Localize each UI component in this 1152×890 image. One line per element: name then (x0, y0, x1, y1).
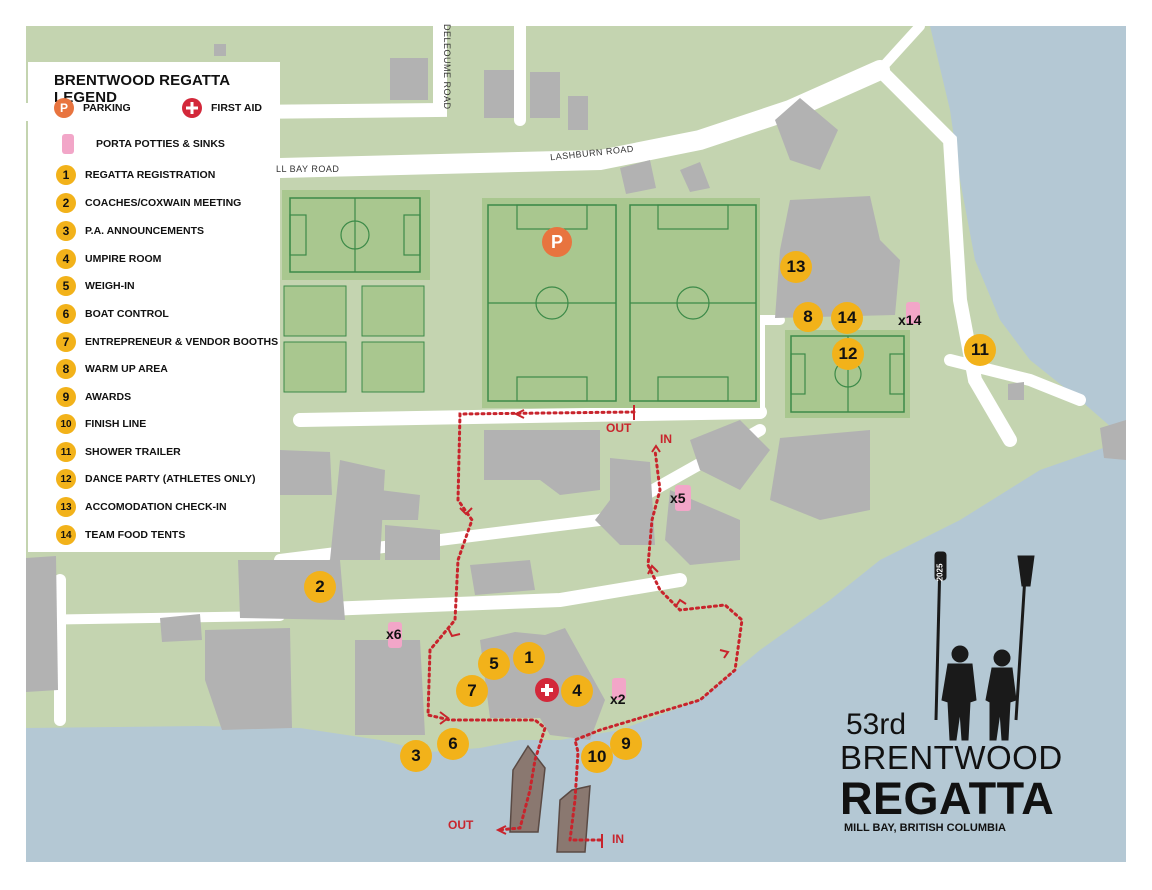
legend-first-aid-label: FIRST AID (211, 102, 262, 114)
legend-item: 9 AWARDS (56, 387, 131, 407)
route-out-top: OUT (606, 421, 632, 435)
legend-item: 14 TEAM FOOD TENTS (56, 525, 185, 545)
legend-item: 13 ACCOMODATION CHECK-IN (56, 497, 227, 517)
legend-number: 2 (56, 193, 76, 213)
potty-count-x6: x6 (386, 626, 402, 642)
legend-item: 4 UMPIRE ROOM (56, 249, 161, 269)
first-aid-marker (535, 678, 559, 702)
legend-number: 14 (56, 525, 76, 545)
route-arrows (439, 405, 730, 848)
marker-9: 9 (610, 728, 642, 760)
porta-potty-icon (62, 134, 74, 154)
legend-number: 11 (56, 442, 76, 462)
road-label-mill-bay: LL BAY ROAD (276, 164, 340, 174)
marker-12: 12 (832, 338, 864, 370)
marker-13: 13 (780, 251, 812, 283)
parking-icon: P (54, 98, 74, 118)
legend-item: 5 WEIGH-IN (56, 276, 135, 296)
sports-fields (282, 190, 910, 418)
legend-number: 12 (56, 469, 76, 489)
marker-10: 10 (581, 741, 613, 773)
legend-number: 9 (56, 387, 76, 407)
legend-label: AWARDS (85, 391, 132, 403)
potty-icons (388, 302, 920, 700)
marker-8: 8 (793, 302, 823, 332)
route-in-top: IN (660, 432, 672, 446)
legend-label: UMPIRE ROOM (85, 253, 162, 265)
legend-parking-label: PARKING (83, 102, 131, 114)
legend-number: 13 (56, 497, 76, 517)
legend-number: 4 (56, 249, 76, 269)
legend-number: 7 (56, 332, 76, 352)
route-in-dock: IN (612, 832, 624, 846)
legend-label: WARM UP AREA (85, 363, 168, 375)
water (26, 440, 1126, 862)
legend-label: COACHES/COXWAIN MEETING (85, 197, 242, 209)
legend-item: 12 DANCE PARTY (ATHLETES ONLY) (56, 469, 256, 489)
legend-number: 5 (56, 276, 76, 296)
legend-potties-label: PORTA POTTIES & SINKS (96, 138, 225, 150)
legend-number: 1 (56, 165, 76, 185)
legend-item: 10 FINISH LINE (56, 414, 146, 434)
legend-potties: PORTA POTTIES & SINKS (62, 134, 225, 154)
marker-5: 5 (478, 648, 510, 680)
legend-label: TEAM FOOD TENTS (85, 529, 186, 541)
first-aid-icon (182, 98, 202, 118)
legend-number: 3 (56, 221, 76, 241)
event-location: MILL BAY, BRITISH COLUMBIA (844, 822, 1006, 834)
parking-marker (542, 227, 572, 257)
legend-panel: BRENTWOOD REGATTA LEGEND P PARKING FIRST… (28, 62, 280, 552)
marker-14: 14 (831, 302, 863, 334)
marker-2: 2 (304, 571, 336, 603)
marker-11: 11 (964, 334, 996, 366)
marker-3: 3 (400, 740, 432, 772)
marker-1: 1 (513, 642, 545, 674)
legend-label: ACCOMODATION CHECK-IN (85, 501, 227, 513)
event-edition: 53rd (846, 708, 907, 741)
legend-item: 7 ENTREPRENEUR & VENDOR BOOTHS (56, 332, 278, 352)
legend-parking: P PARKING (54, 98, 131, 118)
route-out-dock: OUT (448, 818, 474, 832)
event-title-block: 53rd BRENTWOOD REGATTA MILL BAY, BRITISH… (840, 708, 1063, 835)
potty-count-x5: x5 (670, 490, 686, 506)
road-label-delcourt: DELEOUME ROAD (442, 24, 452, 110)
event-name-line2: REGATTA (840, 773, 1055, 824)
route-path (426, 410, 744, 842)
legend-label: DANCE PARTY (ATHLETES ONLY) (85, 473, 256, 485)
marker-4: 4 (561, 675, 593, 707)
legend-label: REGATTA REGISTRATION (85, 169, 216, 181)
marker-7: 7 (456, 675, 488, 707)
legend-label: ENTREPRENEUR & VENDOR BOOTHS (85, 336, 279, 348)
legend-item: 11 SHOWER TRAILER (56, 442, 181, 462)
legend-label: SHOWER TRAILER (85, 446, 181, 458)
legend-label: WEIGH-IN (85, 280, 135, 292)
potty-count-x14: x14 (898, 312, 922, 328)
potty-count-x2: x2 (610, 691, 626, 707)
marker-6: 6 (437, 728, 469, 760)
rowers-silhouette (934, 551, 1035, 741)
legend-item: 3 P.A. ANNOUNCEMENTS (56, 221, 204, 241)
oar-year: 2025 (935, 563, 945, 582)
legend-number: 8 (56, 359, 76, 379)
legend-label: BOAT CONTROL (85, 308, 169, 320)
legend-first-aid: FIRST AID (182, 98, 262, 118)
event-name-line1: BRENTWOOD (840, 739, 1063, 776)
docks (509, 744, 591, 853)
legend-item: 8 WARM UP AREA (56, 359, 168, 379)
legend-item: 2 COACHES/COXWAIN MEETING (56, 193, 241, 213)
legend-label: P.A. ANNOUNCEMENTS (85, 225, 205, 237)
parking-letter: P (550, 231, 563, 252)
bay-water (930, 26, 1126, 440)
legend-number: 10 (56, 414, 76, 434)
buildings (26, 44, 1126, 740)
legend-item: 6 BOAT CONTROL (56, 304, 169, 324)
legend-number: 6 (56, 304, 76, 324)
legend-item: 1 REGATTA REGISTRATION (56, 165, 215, 185)
legend-label: FINISH LINE (85, 418, 147, 430)
